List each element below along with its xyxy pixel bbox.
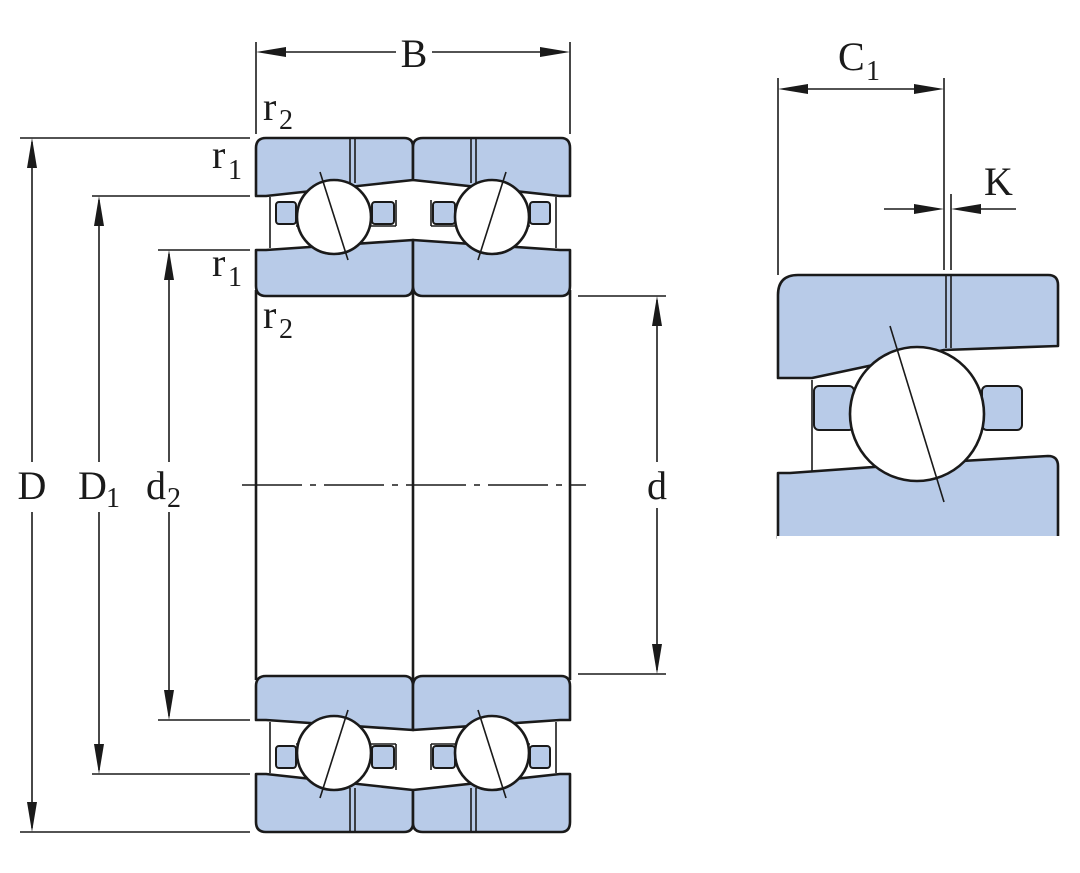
detail-cage (813, 385, 855, 431)
detail-outer-ring (776, 273, 1060, 380)
cage (529, 745, 551, 769)
label-r1-mid: r (212, 240, 225, 285)
label-r1-mid-sub: 1 (228, 262, 242, 293)
label-D: D (18, 463, 47, 508)
cage (529, 201, 551, 225)
inner-ring (411, 238, 572, 298)
bottom-left-row (254, 674, 415, 834)
inner-ring (411, 674, 572, 732)
label-K: K (984, 159, 1013, 204)
cage (371, 201, 395, 225)
label-r1-top-sub: 1 (228, 155, 242, 186)
label-D1-sub: 1 (106, 483, 120, 514)
outer-ring (411, 772, 572, 834)
label-C1: C (838, 34, 865, 79)
dimension-labels: B r 2 r 1 r 1 r 2 D D 1 d 2 d C 1 K (18, 31, 1013, 514)
cage (371, 745, 395, 769)
cage (275, 745, 297, 769)
cage (432, 745, 456, 769)
label-d2: d (146, 463, 166, 508)
top-left-row (254, 136, 415, 298)
detail-inner-ring (776, 454, 1060, 540)
label-r2-mid: r (263, 292, 276, 337)
label-C1-sub: 1 (866, 56, 880, 87)
bottom-right-row (411, 674, 572, 834)
cage (275, 201, 297, 225)
label-B: B (401, 31, 428, 76)
label-r2-mid-sub: 2 (279, 314, 293, 345)
label-r2-top-sub: 2 (279, 105, 293, 136)
detail-cage (981, 385, 1023, 431)
dimension-lines (20, 42, 666, 833)
bearing-cross-section (242, 136, 586, 834)
label-r2-top: r (263, 84, 276, 129)
detail-view (776, 78, 1060, 546)
label-d2-sub: 2 (167, 483, 181, 514)
top-right-row (411, 136, 572, 298)
outer-ring (411, 136, 572, 198)
label-d: d (647, 463, 667, 508)
label-D1: D (78, 463, 107, 508)
cage (432, 201, 456, 225)
label-r1-top: r (212, 132, 225, 177)
